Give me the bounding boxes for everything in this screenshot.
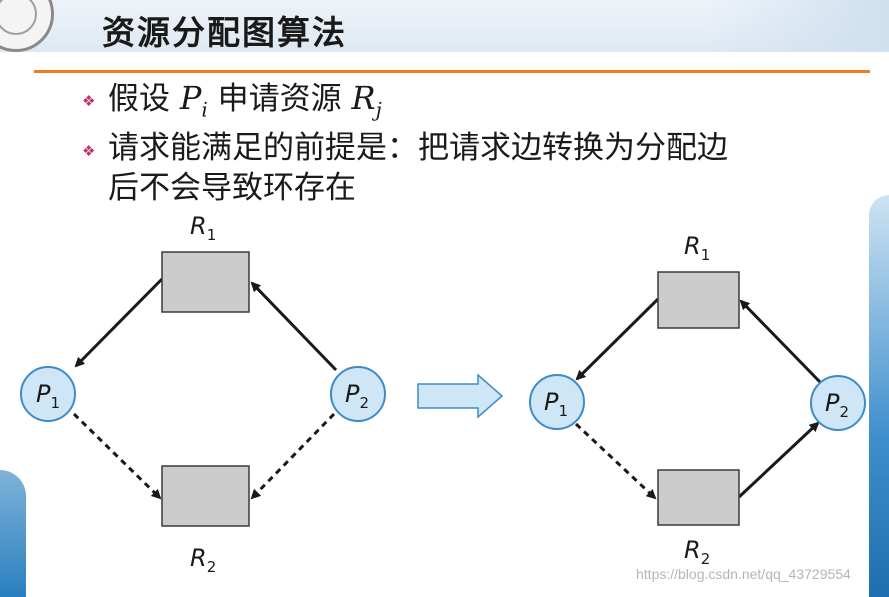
- bullet-2-line-2: 后不会导致环存在: [108, 170, 356, 206]
- right-process-p2-node: [810, 375, 866, 431]
- left-edge-r1-to-p1: [74, 277, 164, 368]
- right-resource-r1-box: [657, 271, 740, 329]
- bullet-text-1: 假设 Pi 申请资源 Rj: [108, 78, 382, 129]
- right-resource-r2-box: [657, 469, 740, 526]
- bullet-1-prefix: 假设: [108, 81, 180, 117]
- left-edge-p1-to-r2-claim: [72, 412, 162, 500]
- math-resource-rj: Rj: [351, 79, 382, 121]
- math-r: R: [351, 79, 376, 117]
- right-p2-label: P2: [825, 389, 849, 421]
- page-title: 资源分配图算法: [102, 13, 347, 52]
- bullet-text-2: 请求能满足的前提是：把请求边转换为分配边后不会导致环存在: [108, 128, 728, 208]
- right-p1-label: P1: [544, 388, 568, 420]
- left-p1-label: P1: [36, 380, 60, 412]
- bullet-item-1: ❖ 假设 Pi 申请资源 Rj: [82, 78, 382, 129]
- left-edge-p2-to-r2-claim: [250, 412, 336, 500]
- watermark-url: https://blog.csdn.net/qq_43729554: [636, 566, 851, 582]
- left-resource-r1-box: [161, 251, 250, 313]
- left-resource-r2-box: [161, 465, 250, 527]
- left-r1-label: R1: [190, 212, 216, 244]
- math-process-pi: Pi: [179, 79, 208, 121]
- diamond-bullet-icon: ❖: [82, 92, 96, 110]
- left-r2-label: R2: [190, 544, 216, 576]
- right-process-p1-node: [529, 374, 585, 430]
- left-decoration: [0, 470, 26, 597]
- bullet-item-2: ❖ 请求能满足的前提是：把请求边转换为分配边后不会导致环存在: [82, 128, 842, 208]
- bullet-1-middle: 申请资源: [207, 81, 352, 117]
- right-edge-r1-to-p1: [575, 297, 660, 381]
- left-edge-p2-to-r1: [250, 281, 338, 372]
- title-rule-divider: [34, 70, 870, 73]
- math-p-sub: i: [201, 97, 208, 122]
- left-process-p1-node: [20, 366, 76, 422]
- right-edge-p1-to-r2-claim: [574, 422, 657, 500]
- math-r-sub: j: [375, 97, 382, 122]
- bullet-2-line-1: 请求能满足的前提是：把请求边转换为分配边: [108, 130, 728, 166]
- left-graph: R1 R2 P1 P2: [20, 212, 386, 576]
- title-band-gradient: [709, 0, 889, 52]
- right-r1-label: R1: [684, 232, 710, 264]
- right-edge-r2-to-p2: [737, 421, 820, 499]
- transition-arrow-icon: [417, 373, 504, 419]
- diamond-bullet-icon: ❖: [82, 142, 96, 160]
- left-process-p2-node: [330, 366, 386, 422]
- left-p2-label: P2: [345, 380, 369, 412]
- right-decoration: [869, 195, 889, 597]
- right-edge-p2-to-r1: [739, 299, 822, 384]
- math-p: P: [179, 79, 202, 117]
- right-r2-label: R2: [684, 536, 710, 568]
- right-graph: R1 R2 P1 P2: [529, 232, 866, 568]
